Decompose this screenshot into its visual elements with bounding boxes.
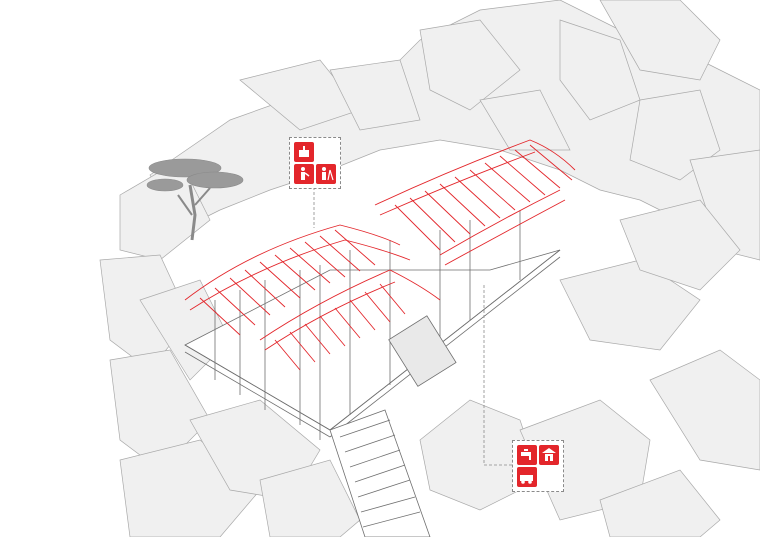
stairway	[329, 409, 431, 537]
roof-structure	[184, 139, 576, 371]
roof-rafters	[199, 144, 573, 371]
water-tap-icon	[517, 445, 537, 465]
surveyor-icon	[316, 164, 336, 184]
leader-lines	[313, 187, 512, 466]
upper-icon-card	[289, 137, 341, 189]
shrine-icon	[539, 445, 559, 465]
vehicle-icon	[517, 467, 537, 487]
worker-icon	[294, 164, 314, 184]
rock-cliff	[99, 0, 760, 537]
lower-icon-card	[512, 440, 564, 492]
facility-icon	[294, 142, 314, 162]
tree	[146, 158, 244, 241]
building-frame	[184, 210, 561, 440]
